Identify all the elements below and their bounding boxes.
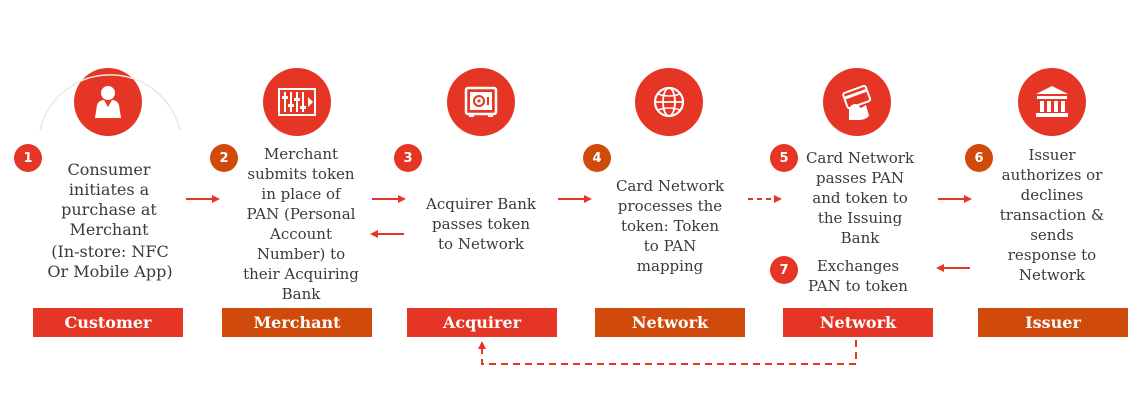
step-number-1: 1 bbox=[14, 144, 42, 172]
customer-channel-note: (In-store: NFC Or Mobile App) bbox=[47, 242, 173, 281]
bank-icon bbox=[1036, 86, 1068, 117]
sliders-icon bbox=[278, 88, 316, 116]
merchant-icon-circle bbox=[263, 68, 331, 136]
step-number-5: 5 bbox=[770, 144, 798, 172]
card-hand-icon bbox=[842, 85, 872, 120]
acquirer-icon-circle bbox=[447, 68, 515, 136]
label-network: Network bbox=[595, 308, 745, 337]
step-3-text: Acquirer Bank passes token to Network bbox=[426, 195, 536, 253]
step-number-7: 7 bbox=[770, 256, 798, 284]
step-number-6: 6 bbox=[965, 144, 993, 172]
label-customer: Customer bbox=[33, 308, 183, 337]
globe-icon bbox=[653, 86, 685, 118]
network-card-icon-circle bbox=[823, 68, 891, 136]
issuer-icon-circle bbox=[1018, 68, 1086, 136]
step-7-text: Exchanges PAN to token bbox=[808, 257, 908, 295]
person-icon bbox=[95, 86, 121, 118]
step-4-text: Card Network processes the token: Token … bbox=[615, 177, 725, 275]
step-5-text: Card Network passes PAN and token to the… bbox=[805, 149, 915, 247]
customer-icon-circle bbox=[74, 68, 142, 136]
return-path-network-to-acquirer bbox=[478, 340, 857, 365]
step-6-text: Issuer authorizes or declines transactio… bbox=[999, 146, 1105, 284]
safe-icon bbox=[464, 86, 498, 117]
label-merchant: Merchant bbox=[222, 308, 372, 337]
step-1-text: Consumer initiates a purchase at Merchan… bbox=[61, 160, 157, 239]
step-number-4: 4 bbox=[583, 144, 611, 172]
label-network-2: Network bbox=[783, 308, 933, 337]
step-2-text: Merchant submits token in place of PAN (… bbox=[243, 145, 359, 303]
step-number-2: 2 bbox=[210, 144, 238, 172]
label-acquirer: Acquirer bbox=[407, 308, 557, 337]
step-number-3: 3 bbox=[394, 144, 422, 172]
label-issuer: Issuer bbox=[978, 308, 1128, 337]
network-icon-circle bbox=[635, 68, 703, 136]
